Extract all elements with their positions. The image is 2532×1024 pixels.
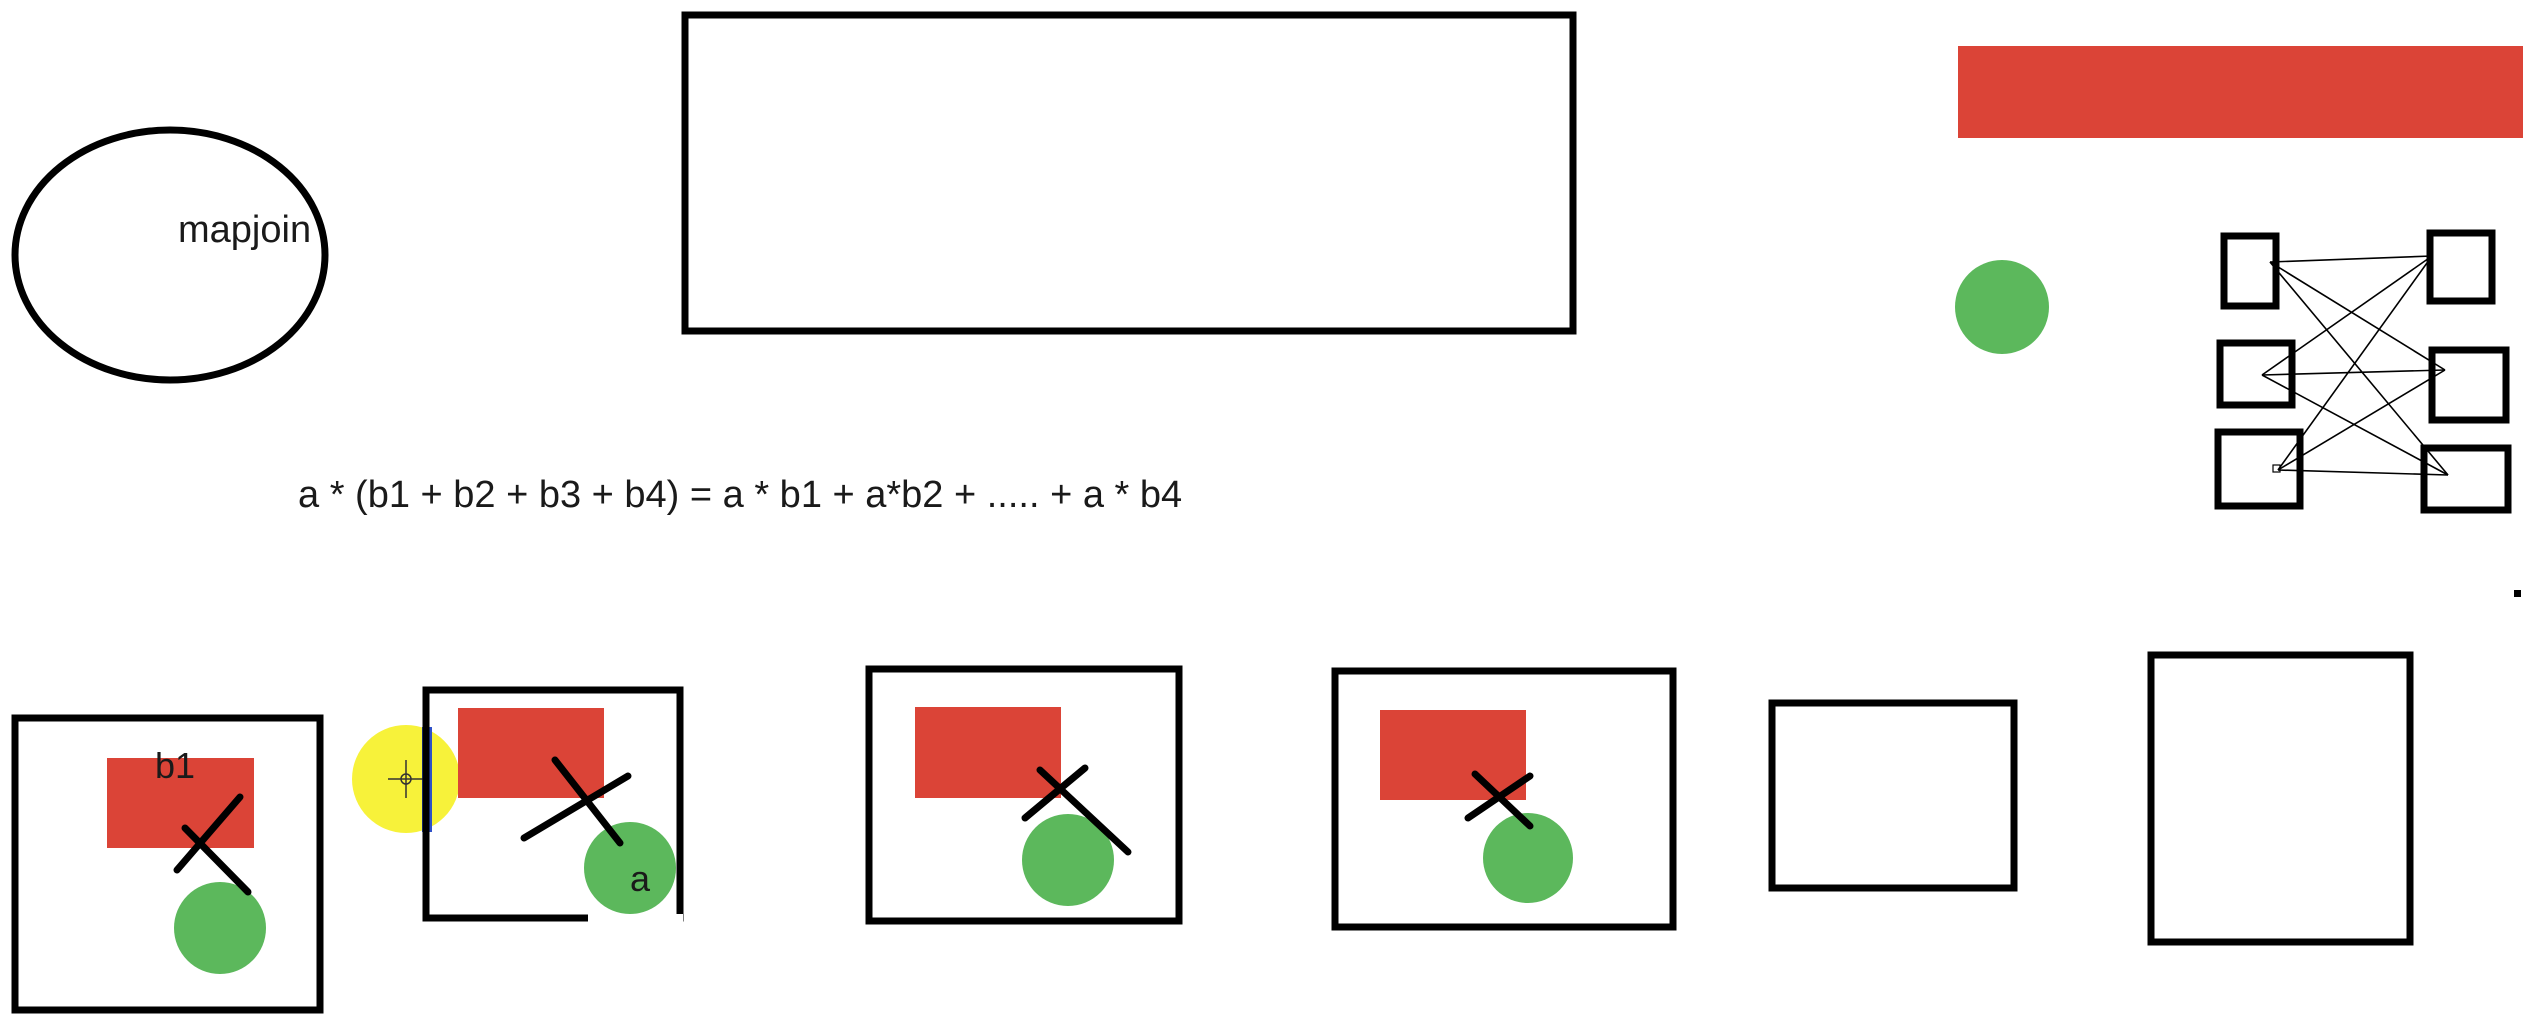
network-right-box-3 [2420, 444, 2512, 514]
box-2-cross-icon [520, 756, 632, 847]
black-dot [2514, 590, 2521, 597]
network-node-marker [2272, 464, 2281, 473]
box-2-green-circle [584, 822, 676, 914]
box-2-white-notch [588, 914, 683, 924]
box-2-frame [422, 686, 684, 922]
crosshair-cursor-icon [352, 725, 460, 833]
box-2-red-rect [458, 708, 604, 798]
top-center-rectangle [681, 11, 1577, 335]
mapjoin-ellipse [11, 126, 329, 384]
many-to-many-network [2214, 229, 2512, 514]
box-4-frame [1331, 667, 1677, 931]
box-3-green-circle [1022, 814, 1114, 906]
bottom-box-2: a [422, 686, 684, 924]
box-4-cross-icon [1464, 770, 1534, 830]
box-1-green-circle [174, 882, 266, 974]
green-circle-right [1955, 260, 2049, 354]
b1-label: b1 [155, 745, 195, 786]
box-4-green-circle [1483, 813, 1573, 903]
bottom-box-3 [865, 665, 1183, 925]
box-4-red-rect [1380, 710, 1526, 800]
network-right-box-2 [2428, 346, 2510, 424]
network-connections [2261, 255, 2449, 476]
mapjoin-label: mapjoin [178, 209, 311, 251]
bottom-box-1: b1 [11, 714, 324, 1014]
network-left-box-3 [2214, 428, 2304, 510]
formula-text: a * (b1 + b2 + b3 + b4) = a * b1 + a*b2 … [298, 474, 1182, 516]
box-1-cross-icon [173, 793, 252, 896]
cursor-ring [400, 773, 412, 785]
box-1-frame [11, 714, 324, 1014]
network-left-box-1 [2220, 232, 2280, 310]
box-1-red-rect [107, 758, 254, 848]
network-right-box-1 [2426, 229, 2496, 305]
top-right-red-bar [1958, 46, 2523, 138]
box-3-cross-icon [1021, 764, 1132, 856]
bottom-box-4 [1331, 667, 1677, 931]
bottom-box-6 [2147, 651, 2414, 946]
box-3-red-rect [915, 707, 1061, 798]
a-label: a [630, 858, 651, 899]
box-3-frame [865, 665, 1183, 925]
bottom-box-5 [1768, 699, 2018, 892]
